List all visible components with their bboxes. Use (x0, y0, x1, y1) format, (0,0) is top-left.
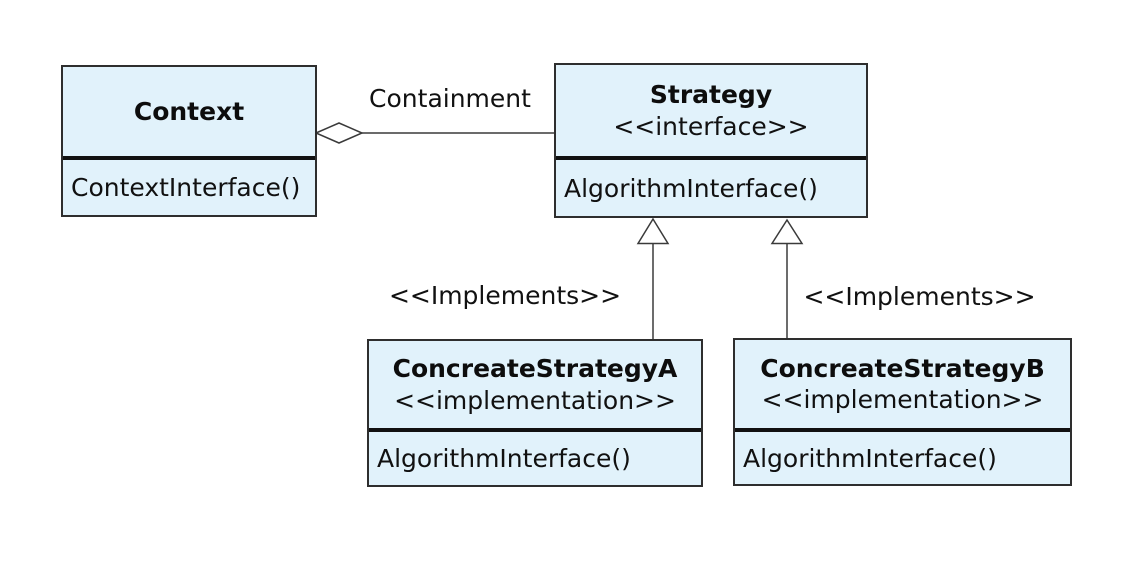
containment-label: Containment (369, 84, 531, 113)
concrete-a-method: AlgorithmInterface() (377, 444, 631, 473)
implements-label-b: <<Implements>> (803, 282, 1036, 311)
context-method-compartment: ContextInterface() (63, 156, 315, 215)
context-class-name: Context (133, 96, 245, 126)
aggregation-diamond-icon (314, 122, 364, 144)
class-box-context: Context ContextInterface() (61, 65, 317, 217)
strategy-title-compartment: Strategy <<interface>> (556, 65, 866, 156)
strategy-method: AlgorithmInterface() (564, 173, 818, 203)
strategy-stereotype: <<interface>> (613, 111, 809, 141)
concrete-b-method-compartment: AlgorithmInterface() (735, 428, 1070, 484)
strategy-method-compartment: AlgorithmInterface() (556, 156, 866, 216)
inheritance-triangle-a-icon (636, 217, 670, 245)
concrete-a-method-compartment: AlgorithmInterface() (369, 428, 701, 485)
implements-label-a: <<Implements>> (388, 281, 622, 310)
concrete-b-title-compartment: ConcreateStrategyB <<implementation>> (735, 340, 1070, 428)
strategy-class-name: Strategy (649, 80, 773, 110)
concrete-a-title-compartment: ConcreateStrategyA <<implementation>> (369, 341, 701, 428)
concrete-b-class-name: ConcreateStrategyB (760, 353, 1045, 383)
class-box-concrete-strategy-a: ConcreateStrategyA <<implementation>> Al… (367, 339, 703, 487)
concrete-a-class-name: ConcreateStrategyA (392, 354, 678, 384)
concrete-b-stereotype: <<implementation>> (761, 385, 1044, 414)
concrete-a-stereotype: <<implementation>> (394, 385, 676, 415)
inheritance-triangle-b-icon (770, 218, 804, 245)
concrete-b-method: AlgorithmInterface() (743, 443, 997, 473)
context-method: ContextInterface() (71, 173, 301, 202)
class-box-strategy: Strategy <<interface>> AlgorithmInterfac… (554, 63, 868, 218)
class-box-concrete-strategy-b: ConcreateStrategyB <<implementation>> Al… (733, 338, 1072, 486)
context-title-compartment: Context (63, 67, 315, 156)
